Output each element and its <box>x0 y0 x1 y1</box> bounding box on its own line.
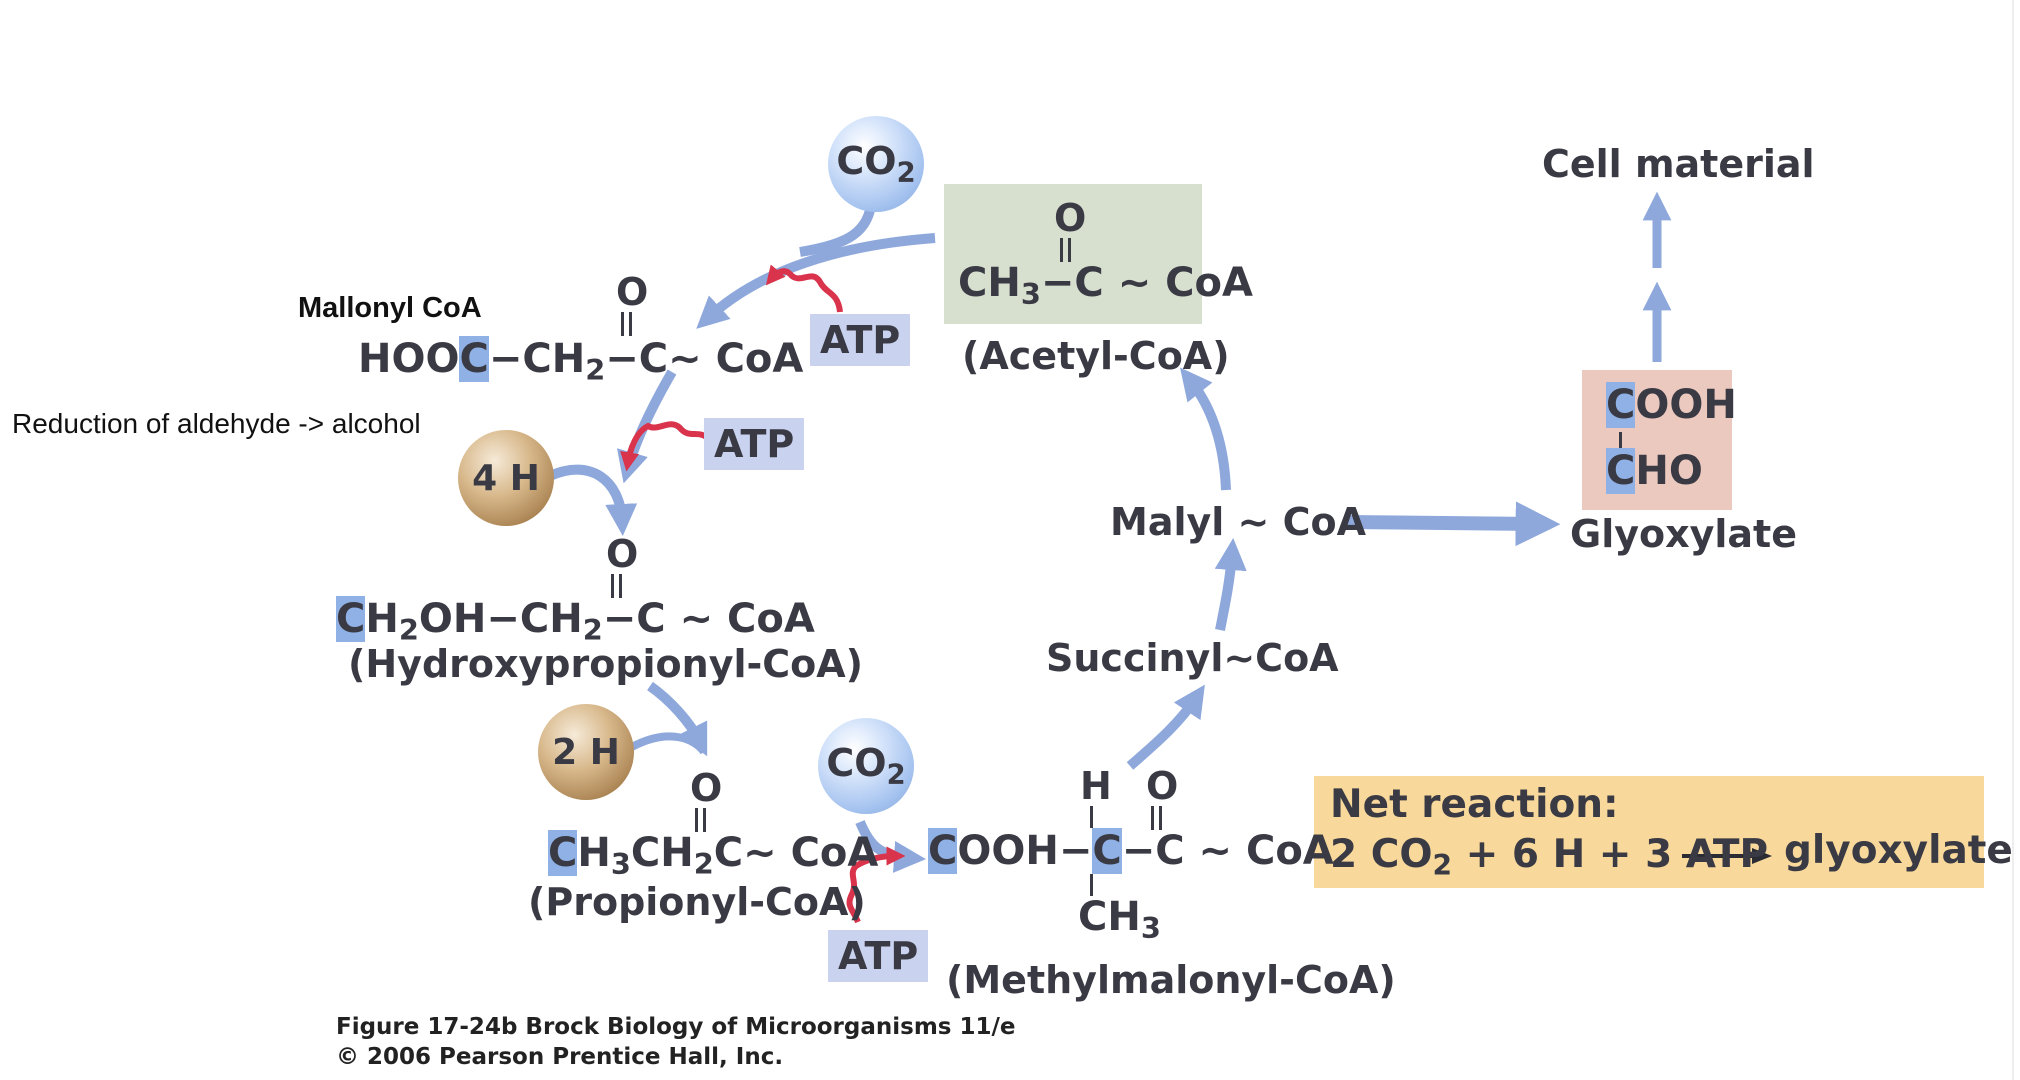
acetyl-box <box>944 184 1202 324</box>
atp-squiggle-3 <box>846 846 906 924</box>
figure-caption-1: Figure 17-24b Brock Biology of Microorga… <box>336 1014 1016 1040</box>
net-reaction-product: glyoxylate <box>1784 828 2013 873</box>
acetyl-formula: CH3−C ~ CoA <box>958 260 1253 312</box>
arrow-4h-in <box>547 464 638 536</box>
glyoxylate-line2: CHO <box>1606 448 1703 494</box>
mallonyl-o: O <box>616 270 649 314</box>
succinyl-label: Succinyl~CoA <box>1046 636 1339 680</box>
mallonyl-label: Mallonyl CoA <box>298 292 482 324</box>
hydroxy-o: O <box>606 532 639 576</box>
co2-top-ball: CO2 <box>828 116 924 212</box>
methylmalonyl-o: O <box>1146 764 1179 808</box>
atp-squiggle-1 <box>765 264 843 313</box>
arrow-succinyl-up <box>1214 538 1247 631</box>
atp-label-3: ATP <box>828 930 929 982</box>
glyoxylate-name: Glyoxylate <box>1570 512 1797 556</box>
arrow-malyl-to-glyoxylate <box>1345 501 1561 547</box>
reduction-annotation: Reduction of aldehyde -> alcohol <box>12 408 421 439</box>
net-reaction-title: Net reaction: <box>1330 782 1619 827</box>
mallonyl-formula: HOOC−CH2−C~ CoA <box>358 336 804 388</box>
methylmalonyl-name: (Methylmalonyl-CoA) <box>946 958 1396 1002</box>
hydroxy-name: (Hydroxypropionyl-CoA) <box>348 642 864 686</box>
co2-bottom-ball: CO2 <box>818 718 914 814</box>
arrow-hydroxy-down <box>647 681 708 757</box>
2h-ball: 2 H <box>538 704 634 800</box>
arrow-acetyl-to-mallonyl <box>696 233 936 329</box>
propionyl-formula: CH3CH2C~ CoA <box>548 830 879 882</box>
malyl-label: Malyl ~ CoA <box>1110 500 1366 544</box>
cell-material-label: Cell material <box>1542 142 1815 186</box>
methylmalonyl-ch3: CH3 <box>1078 894 1161 946</box>
propionyl-o: O <box>690 766 723 810</box>
co2-top-label: CO2 <box>836 139 916 189</box>
propionyl-name: (Propionyl-CoA) <box>528 880 866 924</box>
arrow-2h-in <box>628 732 708 755</box>
page-edge <box>2012 0 2014 1080</box>
co2-bottom-label: CO2 <box>826 741 906 791</box>
arrow-methylmalonyl-up <box>1126 684 1205 770</box>
glyoxylate-line1: COOH <box>1606 382 1737 428</box>
arrow-malyl-up <box>1180 367 1231 491</box>
4h-label: 4 H <box>472 457 540 499</box>
net-reaction-box <box>1314 776 1984 888</box>
atp-label-2: ATP <box>704 418 805 470</box>
acetyl-o: O <box>1054 196 1087 240</box>
2h-label: 2 H <box>552 731 620 773</box>
hydroxy-formula: CH2OH−CH2−C ~ CoA <box>336 596 815 648</box>
atp-label-1: ATP <box>810 314 911 366</box>
net-reaction-equation: 2 CO2 + 6 H + 3 ATP <box>1330 832 1769 882</box>
4h-ball: 4 H <box>458 430 554 526</box>
methylmalonyl-h: H <box>1080 764 1112 808</box>
methylmalonyl-formula: COOH−C−C ~ CoA <box>928 828 1334 874</box>
acetyl-name: (Acetyl-CoA) <box>962 334 1230 378</box>
atp-squiggle-2 <box>620 421 713 472</box>
figure-caption-2: © 2006 Pearson Prentice Hall, Inc. <box>336 1044 784 1070</box>
